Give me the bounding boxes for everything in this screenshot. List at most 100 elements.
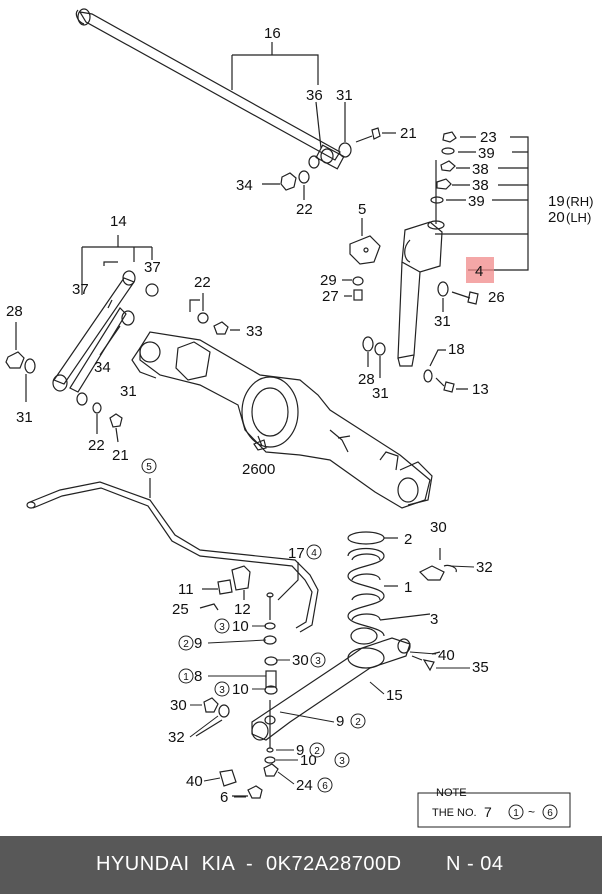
callout-17: 17 <box>288 545 305 562</box>
callout-4: 4 <box>475 263 483 280</box>
callout-10-b: 10 <box>232 681 249 698</box>
callout-3: 3 <box>430 611 438 628</box>
callout-35: 35 <box>472 659 489 676</box>
callout-31-mid: 31 <box>120 383 137 400</box>
callout-2600: 2600 <box>242 461 275 478</box>
note-box: NOTE THE NO. 7 1 ~ 6 <box>417 787 571 828</box>
callout-21-low: 21 <box>112 447 129 464</box>
callout-20: 20 <box>548 209 565 226</box>
callout-28-left: 28 <box>6 303 23 320</box>
note-tilde: ~ <box>528 805 535 819</box>
callout-25: 25 <box>172 601 189 618</box>
axle-housing <box>131 331 433 509</box>
callout-9-b: 9 <box>336 713 344 730</box>
callout-39-b: 39 <box>468 193 485 210</box>
suspension-exploded-diagram: 16 36 31 21 34 22 23 39 38 38 39 19 (RH)… <box>5 8 593 828</box>
callout-12: 12 <box>234 601 251 618</box>
callout-22-mid: 22 <box>194 274 211 291</box>
circled-2-b: 2 <box>355 717 361 728</box>
callout-31-left: 31 <box>16 409 33 426</box>
footer-bar: HYUNDAI KIA - 0K72A28700D N - 04 <box>0 836 602 894</box>
circled-3-c: 3 <box>219 685 225 696</box>
upper-control-arm <box>52 270 136 393</box>
callout-2: 2 <box>404 531 412 548</box>
stabilizer-link <box>263 562 299 777</box>
washer-22-top <box>298 170 310 200</box>
callout-21-top: 21 <box>400 125 417 142</box>
callout-19: 19 <box>548 193 565 210</box>
callout-10-a: 10 <box>232 618 249 635</box>
callout-13: 13 <box>472 381 489 398</box>
callout-20-lh: (LH) <box>566 210 591 225</box>
circled-4: 4 <box>311 548 317 559</box>
callout-6: 6 <box>220 789 228 806</box>
callout-38-b: 38 <box>472 177 489 194</box>
callout-31-shock: 31 <box>434 313 451 330</box>
callout-10-c: 10 <box>300 752 317 769</box>
callout-16: 16 <box>264 25 281 42</box>
note-from: 1 <box>513 808 519 819</box>
footer-page-code: N - 04 <box>446 853 504 875</box>
note-title: NOTE <box>436 787 467 799</box>
coil-spring <box>347 531 398 645</box>
callout-1: 1 <box>404 579 412 596</box>
note-line-prefix: THE NO. <box>432 807 477 819</box>
circled-3-b: 3 <box>315 656 321 667</box>
footer-part-number: 0K72A28700D <box>266 853 402 875</box>
callout-18: 18 <box>448 341 465 358</box>
nut-34-top <box>262 172 297 191</box>
bushing-31 <box>338 102 352 158</box>
callout-8: 8 <box>194 668 202 685</box>
callout-38-a: 38 <box>472 161 489 178</box>
circled-3-a: 3 <box>219 622 225 633</box>
callout-19-rh: (RH) <box>566 194 593 209</box>
callout-30-mid: 30 <box>292 652 309 669</box>
callout-36: 36 <box>306 87 323 104</box>
callout-33: 33 <box>246 323 263 340</box>
bump-stopper-5 <box>342 218 381 301</box>
callout-23: 23 <box>480 129 497 146</box>
callout-28-shock: 28 <box>358 371 375 388</box>
circled-6: 6 <box>322 781 328 792</box>
callout-40-right: 40 <box>438 647 455 664</box>
callout-30-right: 30 <box>430 519 447 536</box>
stabilizer-bar <box>26 478 319 633</box>
callout-15: 15 <box>386 687 403 704</box>
callout-31-shock-low: 31 <box>372 385 389 402</box>
callout-29: 29 <box>320 272 337 289</box>
callout-24: 24 <box>296 777 313 794</box>
callout-34-top: 34 <box>236 177 253 194</box>
circled-2-c: 2 <box>314 746 320 757</box>
circled-2-a: 2 <box>183 639 189 650</box>
callout-34-mid: 34 <box>94 359 111 376</box>
callout-5-top: 5 <box>358 201 366 218</box>
lower-control-arm <box>251 613 441 741</box>
circled-3-d: 3 <box>339 756 345 767</box>
shock-absorber <box>397 160 445 367</box>
note-to: 6 <box>547 808 553 819</box>
callout-14: 14 <box>110 213 127 230</box>
callout-37-b: 37 <box>72 281 89 298</box>
callout-37-a: 37 <box>144 259 161 276</box>
callout-32-low: 32 <box>168 729 185 746</box>
callout-22-low: 22 <box>88 437 105 454</box>
callout-26: 26 <box>488 289 505 306</box>
circled-5: 5 <box>146 462 152 473</box>
callout-27: 27 <box>322 288 339 305</box>
footer-dash: - <box>246 853 254 875</box>
bushing-36 <box>315 101 334 164</box>
bolt-21-top <box>355 127 396 143</box>
callout-30-low: 30 <box>170 697 187 714</box>
callout-31-top: 31 <box>336 87 353 104</box>
shock-top-nuts <box>430 131 476 204</box>
lateral-rod <box>75 8 345 170</box>
circled-1: 1 <box>183 672 189 683</box>
callout-39-a: 39 <box>478 145 495 162</box>
callout-9-c: 9 <box>296 742 304 759</box>
callout-11: 11 <box>178 581 194 598</box>
callout-32-right: 32 <box>476 559 493 576</box>
note-number: 7 <box>484 804 492 820</box>
footer-brand: HYUNDAI KIA <box>96 853 236 875</box>
callout-22-top: 22 <box>296 201 313 218</box>
callout-9-a: 9 <box>194 635 202 652</box>
